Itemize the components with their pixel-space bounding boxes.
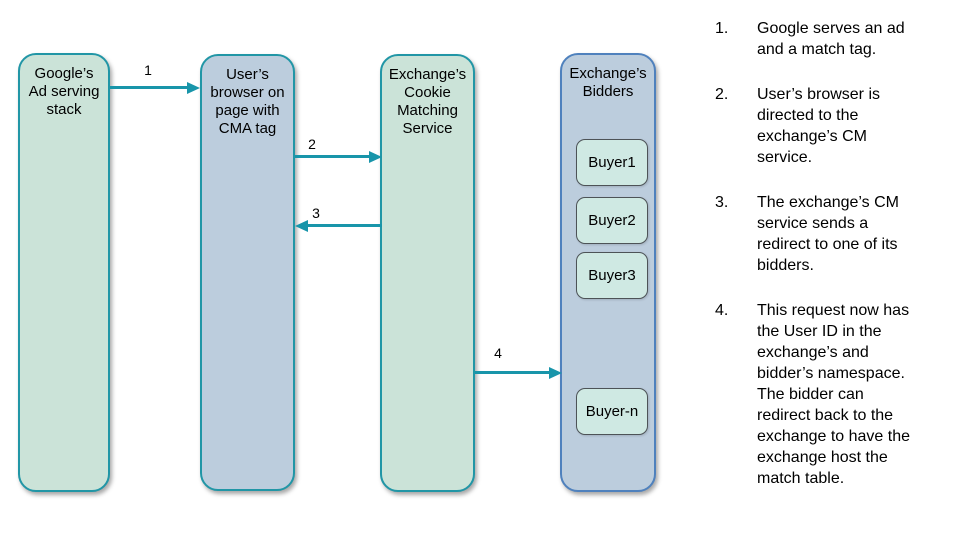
arrow-step3 — [295, 220, 382, 232]
step-item-3: 3. The exchange’s CM service sends a red… — [715, 192, 955, 276]
step2-number: 2. — [715, 86, 729, 103]
lane-bidders-title: Exchange’s Bidders — [569, 65, 647, 100]
lane-google-title: Google’s Ad serving stack — [28, 65, 100, 118]
arrowhead-right-icon — [187, 82, 200, 94]
buyer-n-label: Buyer-n — [585, 403, 639, 420]
arrowhead-right-icon — [549, 367, 562, 379]
lane-cms-title: Exchange’s Cookie Matching Service — [388, 66, 467, 137]
arrow2-label: 2 — [308, 136, 316, 152]
step1-number: 1. — [715, 20, 729, 37]
buyer1-label: Buyer1 — [588, 154, 636, 171]
arrow-shaft — [110, 86, 190, 89]
buyer2-box: Buyer2 — [576, 197, 648, 244]
step4-number: 4. — [715, 302, 729, 319]
lane-user-browser: User’s browser on page with CMA tag — [200, 54, 295, 491]
step-item-4: 4. This request now has the User ID in t… — [715, 300, 955, 489]
step-item-2: 2. User’s browser is directed to the exc… — [715, 84, 955, 168]
buyer3-label: Buyer3 — [588, 267, 636, 284]
arrow3-label: 3 — [312, 205, 320, 221]
arrow4-label: 4 — [494, 345, 502, 361]
lane-google-ad-serving-stack: Google’s Ad serving stack — [18, 53, 110, 492]
step3-number: 3. — [715, 194, 729, 211]
steps-list: 1. Google serves an ad and a match tag. … — [715, 18, 955, 513]
step3-text: The exchange’s CM service sends a redire… — [757, 194, 899, 274]
lane-browser-title: User’s browser on page with CMA tag — [210, 66, 285, 137]
arrowhead-left-icon — [295, 220, 308, 232]
lane-cookie-matching-service: Exchange’s Cookie Matching Service — [380, 54, 475, 492]
step1-text: Google serves an ad and a match tag. — [757, 20, 905, 58]
arrow-step4 — [475, 367, 562, 379]
arrow-step1 — [110, 82, 200, 94]
arrowhead-right-icon — [369, 151, 382, 163]
arrow-shaft — [295, 155, 372, 158]
arrow-step2 — [295, 151, 382, 163]
step-item-1: 1. Google serves an ad and a match tag. — [715, 18, 955, 60]
step4-text: This request now has the User ID in the … — [757, 302, 911, 487]
arrow1-label: 1 — [144, 62, 152, 78]
arrow-shaft — [475, 371, 552, 374]
buyer-n-box: Buyer-n — [576, 388, 648, 435]
arrow-shaft — [305, 224, 382, 227]
step2-text: User’s browser is directed to the exchan… — [757, 86, 880, 166]
lane-exchange-bidders: Exchange’s Bidders Buyer1 Buyer2 Buyer3 … — [560, 53, 656, 492]
buyer2-label: Buyer2 — [588, 212, 636, 229]
buyer1-box: Buyer1 — [576, 139, 648, 186]
buyer3-box: Buyer3 — [576, 252, 648, 299]
